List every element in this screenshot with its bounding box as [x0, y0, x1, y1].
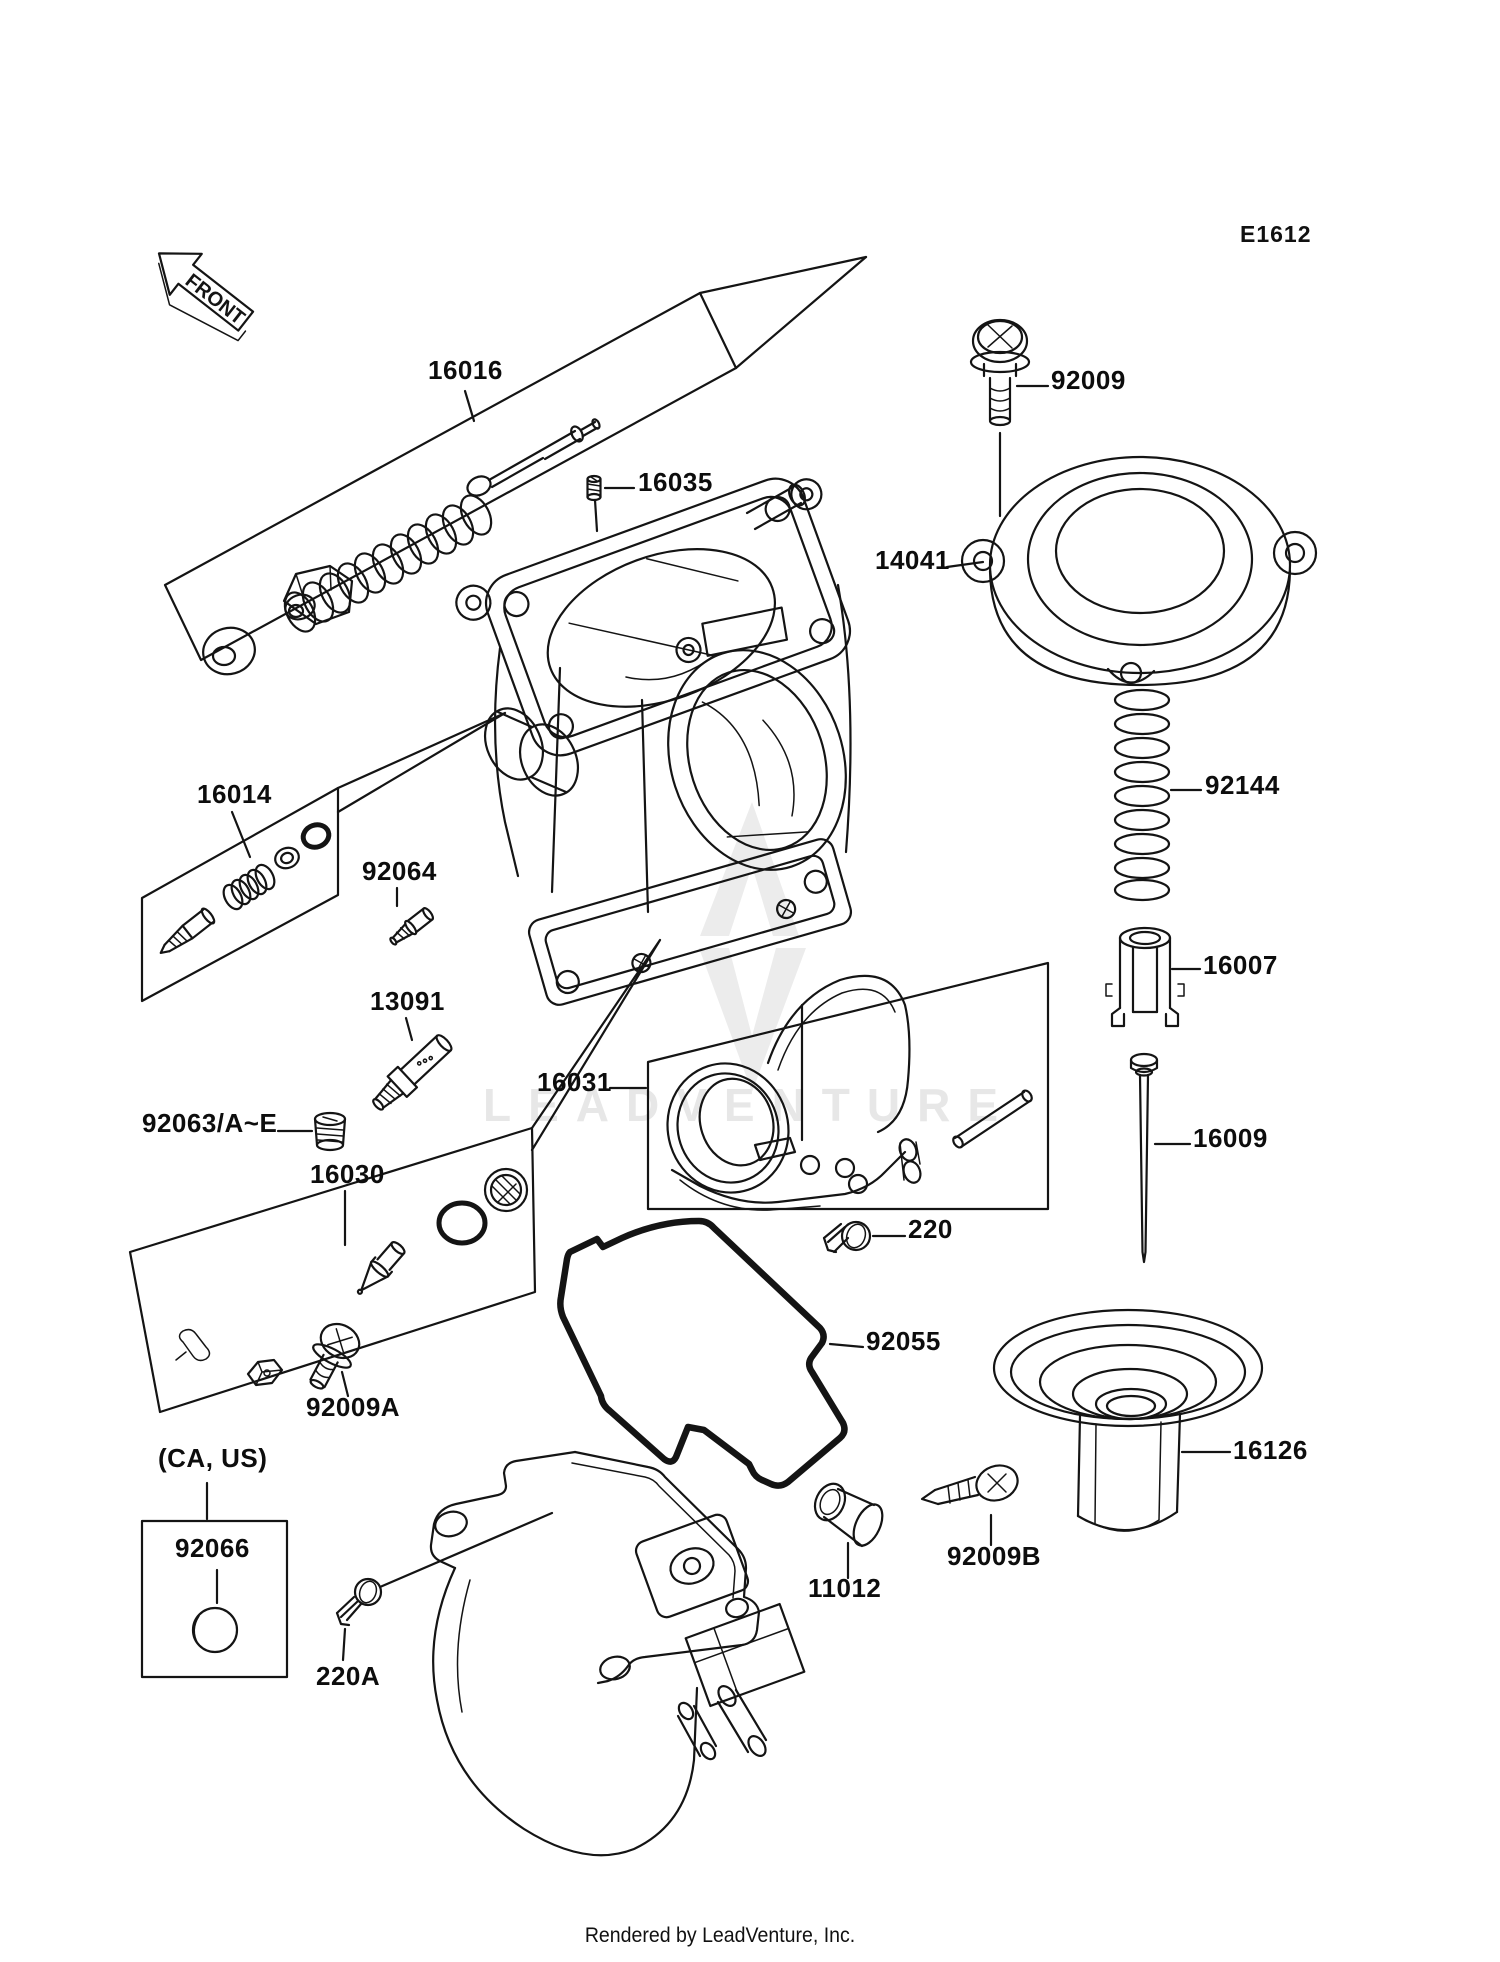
cap-11012 [813, 1482, 884, 1548]
carburetor-body [455, 477, 853, 1006]
jet-needle-16009 [1129, 1052, 1159, 1264]
screw-92009a [309, 1322, 361, 1390]
part-label-14041: 14041 [875, 545, 950, 575]
screw-220 [822, 1220, 872, 1254]
screw-92009 [969, 318, 1031, 427]
spring-92144 [1113, 688, 1171, 902]
pilot-jet-92063 [313, 1111, 347, 1152]
part-label-220: 220 [908, 1214, 953, 1244]
part-label-16007: 16007 [1203, 950, 1278, 980]
kit-92066-ca-us [140, 1519, 289, 1679]
screw-92064 [389, 907, 435, 946]
part-label-92144: 92144 [1205, 770, 1280, 800]
screw-220a [335, 1577, 383, 1627]
kit-16030 [128, 938, 662, 1414]
float-bowl [429, 1450, 806, 1857]
part-label-92055: 92055 [866, 1326, 941, 1356]
part-label-16016: 16016 [428, 355, 503, 385]
part-label-16035: 16035 [638, 467, 713, 497]
leadventure-watermark-icon [699, 802, 806, 1092]
gasket-92055 [557, 1217, 848, 1489]
part-label-92066: 92066 [175, 1533, 250, 1563]
needle-holder-16007 [1105, 926, 1185, 1028]
part-label-16126: 16126 [1233, 1435, 1308, 1465]
part-label-92064: 92064 [362, 856, 437, 886]
part-label-16030: 16030 [310, 1159, 385, 1189]
part-label-92009b: 92009B [947, 1541, 1042, 1571]
part-label-16014: 16014 [197, 779, 272, 809]
part-label-13091: 13091 [370, 986, 445, 1016]
screw-92009b [920, 1464, 1019, 1506]
diaphragm-cover-14041 [960, 455, 1318, 687]
screw-16035 [586, 474, 602, 502]
part-label-caus: (CA, US) [158, 1443, 268, 1473]
kit-16016 [163, 255, 868, 676]
part-label-92009: 92009 [1051, 365, 1126, 395]
part-label-220a: 220A [316, 1661, 381, 1691]
plug-13091 [372, 1034, 453, 1111]
part-label-92063ae: 92063/A~E [142, 1108, 278, 1138]
kit-16014 [140, 711, 507, 1003]
vacuum-piston-16126 [992, 1308, 1264, 1532]
throttle-holder-16031 [646, 961, 1050, 1211]
leader-lines [205, 384, 1232, 1662]
part-label-16009: 16009 [1193, 1123, 1268, 1153]
part-label-16031: 16031 [537, 1067, 612, 1097]
part-label-92009a: 92009A [306, 1392, 401, 1422]
footer-credit: Rendered by LeadVenture, Inc. [584, 1924, 856, 1947]
part-label-11012: 11012 [808, 1573, 882, 1603]
diagram-code: E1612 [1240, 221, 1312, 247]
